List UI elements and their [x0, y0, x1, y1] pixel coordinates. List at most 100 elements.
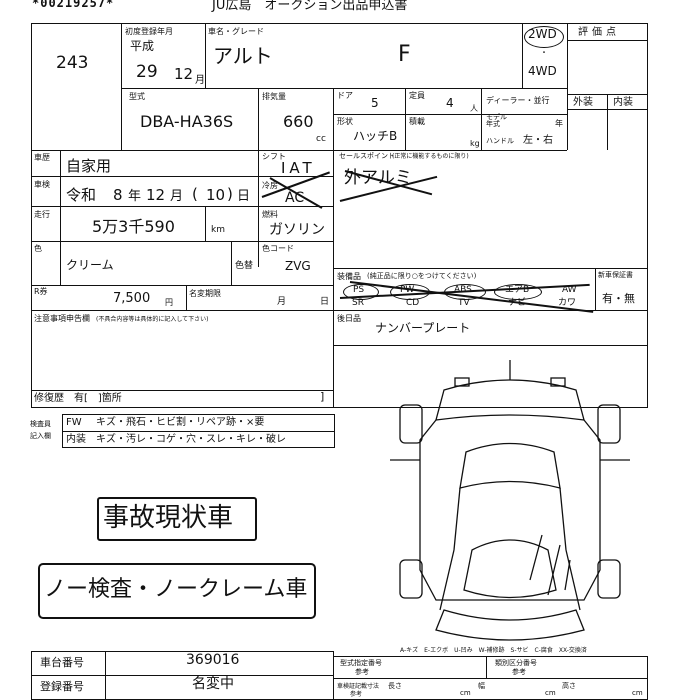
capacity-unit: 人: [470, 104, 478, 113]
color-code: ZVG: [285, 259, 311, 273]
post-items-label: 後日品: [337, 314, 361, 323]
category-ref: 参考: [512, 668, 526, 676]
mileage-value: 5万3千590: [92, 217, 175, 236]
no-claim-stamp: [38, 563, 316, 619]
front-left-wheel: [399, 404, 423, 444]
front-right-lamp: [550, 377, 566, 387]
front-right-wheel: [597, 404, 621, 444]
displacement-label: 排気量: [262, 92, 286, 101]
sales-points-label: セールスポイント: [339, 152, 395, 160]
rear-bumper: [435, 609, 585, 641]
checker-row-fw-body: キズ・飛石・ヒビ割・リペア跡・×要: [96, 417, 265, 428]
displacement-value: 660: [283, 112, 314, 131]
usage-value: 自家用: [66, 157, 112, 175]
notes-label: 注意事項申告欄: [34, 314, 90, 323]
registration-year: 29: [136, 62, 158, 82]
displacement-unit: cc: [316, 134, 326, 144]
color-change-label: 色替: [235, 261, 254, 271]
inspection-era: 令和: [66, 186, 97, 204]
lot-number: 243: [56, 53, 89, 73]
dealer-label: ディーラー・並行: [486, 96, 550, 105]
selected-drive-circle: [524, 26, 564, 48]
size-ref: 参考: [350, 691, 363, 698]
equipment-cd: CD: [406, 298, 420, 308]
equipment-ps-circle: [343, 284, 379, 300]
sales-points-hint: (正常に機能するものに限り): [392, 153, 469, 160]
equipment-hint: (純正品に限り○をつけてください): [367, 272, 477, 280]
capacity-label: 定員: [409, 91, 425, 100]
no-claim-stamp-text: ノー検査・ノークレーム車: [44, 577, 308, 602]
equipment-sr: SR: [352, 298, 364, 308]
car-body: [419, 419, 601, 601]
notes-hint: (不具合内容等は具体的に記入して下さい): [96, 316, 209, 323]
handle-value: 左・右: [523, 135, 553, 146]
size-label: 車検証記載寸法: [337, 683, 380, 690]
inspection-year: 8: [113, 186, 123, 204]
evaluation-exterior-label: 外装: [573, 97, 593, 108]
length-label: 長さ: [388, 682, 402, 690]
damage-legend: A-キズ E-エクボ U-凹み W-補修跡 S-サビ C-腐食 XX-交換済: [400, 647, 587, 654]
form-frame-upper: [31, 23, 648, 408]
height-label: 高さ: [562, 682, 576, 690]
inspection-day-paren-close: ): [227, 185, 233, 203]
payload-unit: kg: [470, 139, 480, 148]
shift-label: シフト: [262, 152, 286, 161]
height-unit: cm: [632, 689, 643, 697]
color-label: 色: [34, 244, 42, 253]
chassis-value: 369016: [186, 652, 240, 668]
name-change-month-unit: 月: [277, 297, 287, 307]
rear-left-wheel: [399, 559, 423, 599]
doors-label: ドア: [337, 91, 353, 100]
chassis-label: 車台番号: [40, 656, 84, 669]
equipment-label: 装備品: [337, 272, 361, 281]
damage-marks: [529, 534, 571, 596]
checker-row-fw-head: FW: [66, 417, 82, 428]
mileage-unit: km: [211, 225, 225, 235]
model-year-unit: 年: [555, 119, 563, 128]
shift-value: IAT: [281, 159, 316, 177]
rear-sides: [439, 549, 581, 611]
new-car-warranty-label: 新車保証書: [598, 271, 633, 279]
usage-label: 車歴: [34, 153, 50, 162]
accident-stamp: [97, 497, 257, 541]
equipment-airbag: エアB: [505, 285, 530, 295]
drive-4wd: 4WD: [528, 64, 557, 78]
new-car-warranty-value: 有・無: [602, 292, 635, 305]
model-cert-ref: 参考: [355, 668, 369, 676]
color-code-label: 色コード: [262, 244, 294, 253]
form-title: JU広島 オークション出品申込書: [212, 0, 408, 13]
equipment-leather: カワ: [558, 298, 577, 308]
drive-2wd: 2WD: [528, 27, 557, 41]
equipment-ps: PS: [353, 285, 365, 295]
capacity-value: 4: [446, 96, 454, 110]
pillars: [453, 487, 567, 551]
fuel-value: ガソリン: [269, 222, 325, 238]
windshield: [459, 442, 561, 489]
doors-value: 5: [371, 96, 379, 110]
checker-row-interior-body: キズ・汚レ・コゲ・穴・スレ・キレ・破レ: [96, 434, 286, 445]
category-label: 類別区分番号: [495, 659, 537, 667]
car-damage-diagram: [390, 360, 630, 641]
fuel-label: 燃料: [262, 210, 278, 219]
width-unit: cm: [545, 689, 556, 697]
registration-month: 12: [174, 65, 194, 83]
name-change-label: 名変期限: [189, 289, 221, 298]
accident-stamp-text: 事故現状車: [103, 503, 234, 533]
payload-label: 積載: [409, 117, 425, 126]
recycle-unit: 円: [165, 298, 173, 307]
registration-number-label: 登録番号: [40, 680, 84, 693]
serial-number: *00219257*: [32, 0, 115, 10]
car-name-label: 車名・グレード: [208, 27, 264, 36]
mileage-label: 走行: [34, 210, 50, 219]
car-name: アルト: [213, 44, 273, 68]
post-items-value: ナンバープレート: [375, 321, 471, 335]
checker-label: 検査員記入欄: [30, 420, 51, 440]
repair-history: 修復歴 有[ ]箇所: [34, 393, 122, 404]
name-change-day-unit: 日: [320, 297, 330, 307]
inspection-day-paren-open: (: [192, 185, 198, 203]
color-value: クリーム: [66, 258, 114, 272]
model-code: DBA-HA36S: [140, 112, 234, 131]
model-cert-label: 型式指定番号: [340, 659, 382, 667]
front-left-lamp: [454, 377, 470, 387]
repair-bracket-close: ]: [320, 390, 325, 403]
